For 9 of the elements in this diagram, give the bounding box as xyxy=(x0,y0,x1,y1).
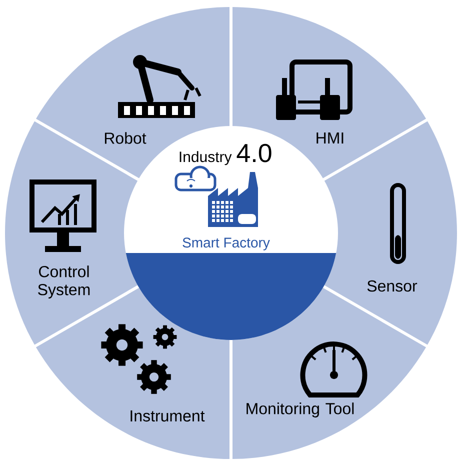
segment-label: Robot xyxy=(104,132,146,144)
segment-label: Monitoring Tool xyxy=(246,402,354,418)
segment-label: HMI xyxy=(316,132,344,144)
segment-label: Control System xyxy=(38,266,90,298)
center-text: Industry xyxy=(180,151,232,166)
center-text: Smart Factory xyxy=(182,238,270,250)
segment-label: Instrument xyxy=(130,410,205,422)
segment-label: Sensor xyxy=(367,280,418,292)
center-text: 4.0 xyxy=(236,144,272,162)
